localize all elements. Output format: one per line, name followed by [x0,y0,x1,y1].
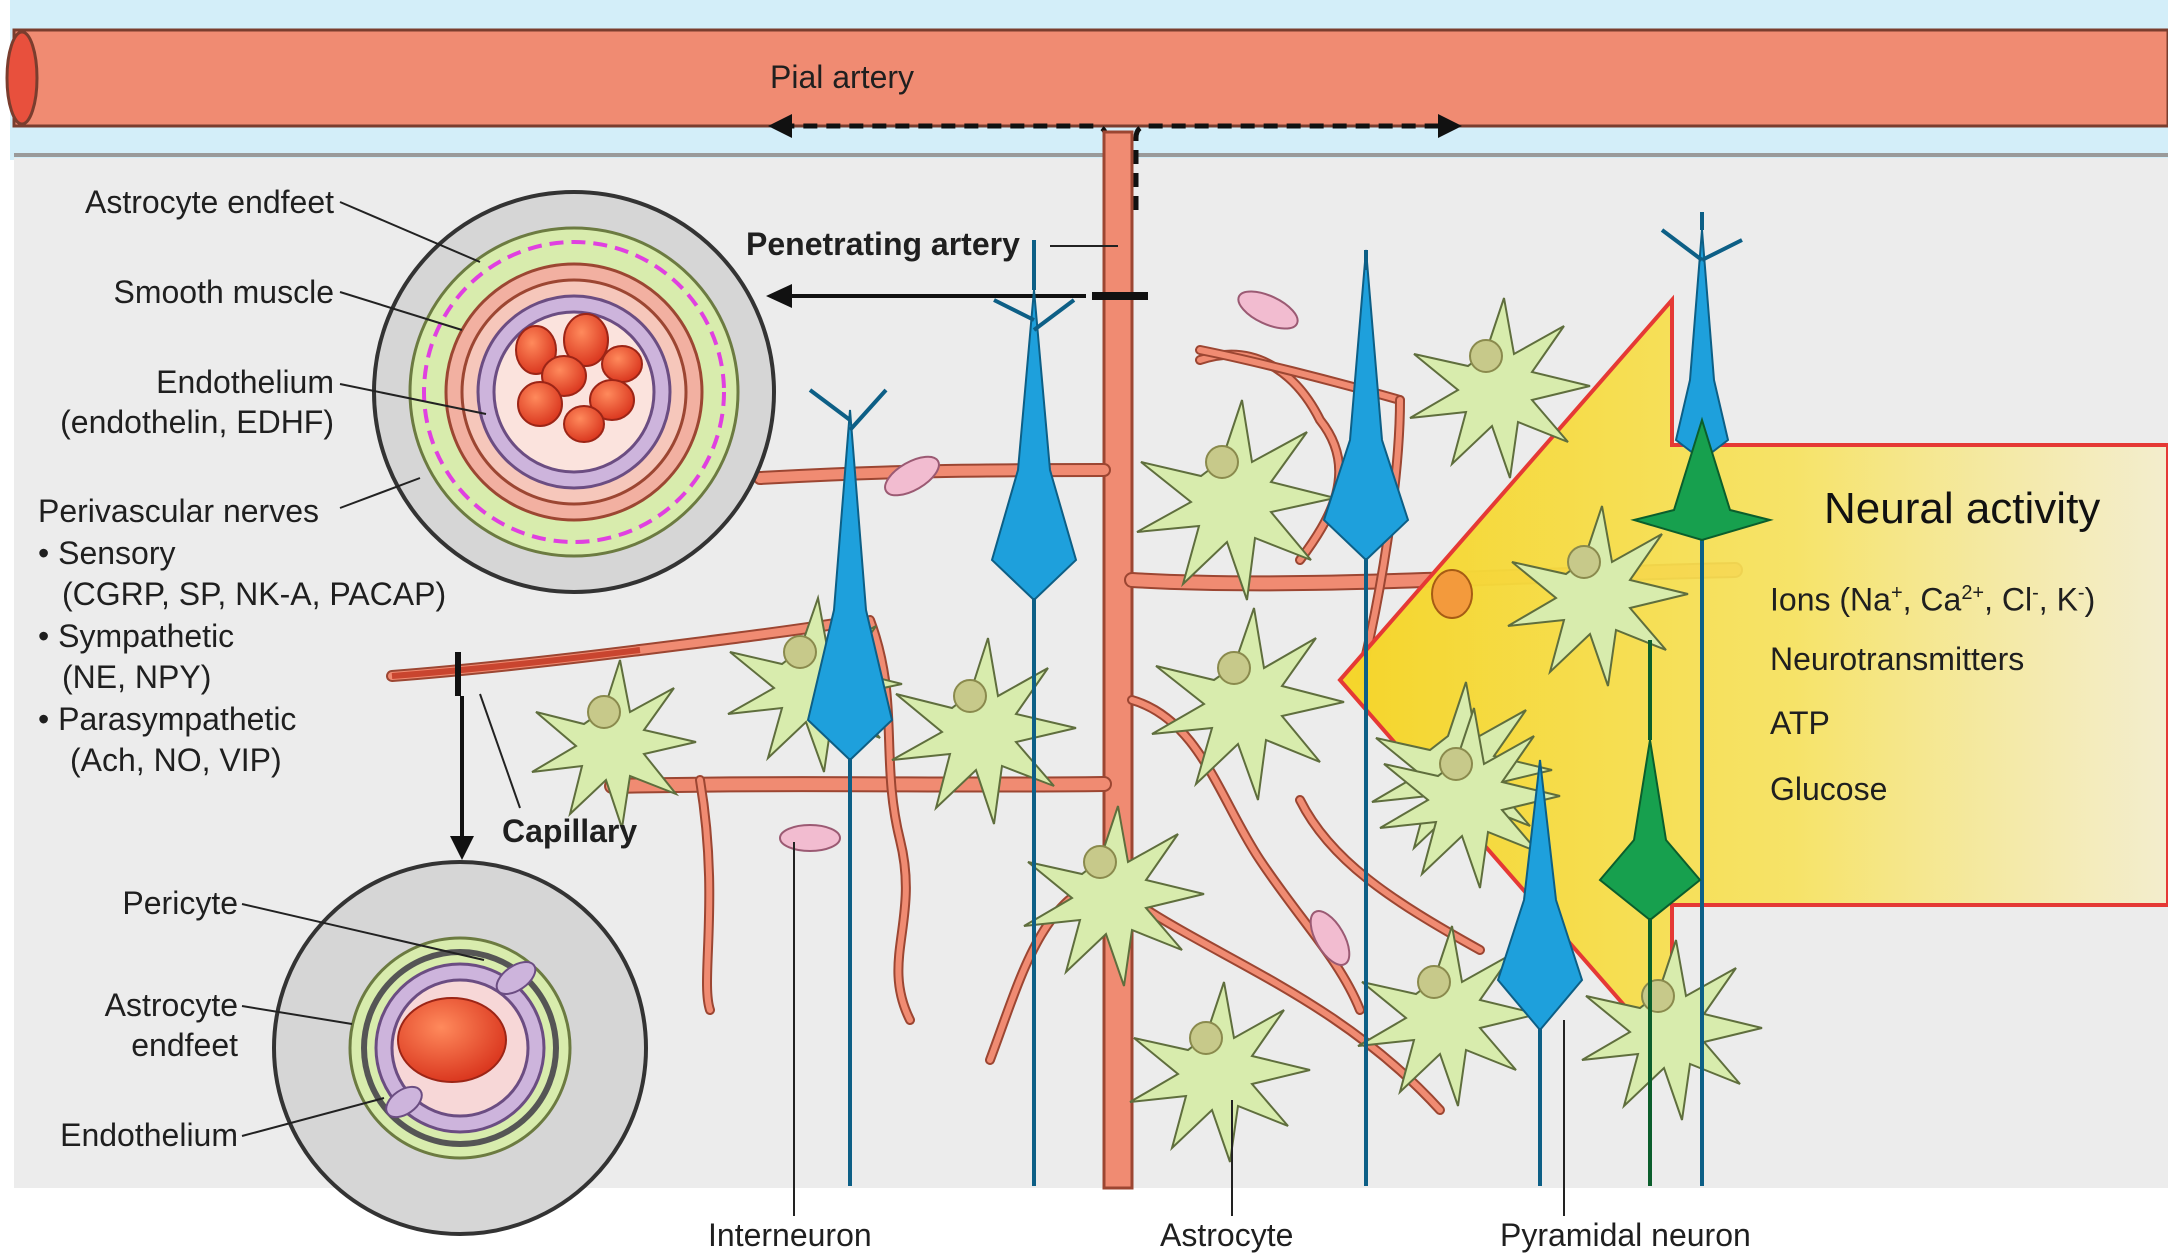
nerve-sensory-factors: (CGRP, SP, NK-A, PACAP) [62,575,446,613]
capillary-astrocyte-label-line2: endfeet [131,1026,238,1064]
nerve-parasympathetic-label: • Parasympathetic [38,700,296,738]
ions-part-1: Ions (Na [1770,582,1891,618]
neural-activity-title: Neural activity [1824,484,2100,534]
nerve-sympathetic-factors: (NE, NPY) [62,658,211,696]
glucose-label: Glucose [1770,770,1887,808]
ions-part-3: , Cl [1984,582,2032,618]
neurotransmitters-label: Neurotransmitters [1770,640,2024,678]
ions-sup-3: - [2032,582,2039,604]
penetrating-artery-label: Penetrating artery [746,225,1020,263]
left-border [0,0,10,1254]
pericyte-label: Pericyte [122,884,238,922]
ions-part-2: , Ca [1903,582,1962,618]
ions-part-4: , K [2039,582,2078,618]
pyramidal-neuron-label: Pyramidal neuron [1500,1216,1751,1254]
pial-artery-lumen [7,32,37,124]
capillary-astrocyte-label-line1: Astrocyte [105,986,238,1024]
nerve-sensory-label: • Sensory [38,534,175,572]
perivascular-nerves-label: Perivascular nerves [38,492,319,530]
ions-sup-4: - [2078,582,2085,604]
ions-part-5: ) [2085,582,2096,618]
nerve-sympathetic-label: • Sympathetic [38,617,234,655]
penetrating-artery [1104,132,1132,1188]
astrocyte-label: Astrocyte [1160,1216,1293,1254]
ions-sup-2: 2+ [1961,582,1984,604]
pial-artery-label: Pial artery [770,58,914,96]
endothelium-factors-label: (endothelin, EDHF) [60,403,334,441]
nerve-parasympathetic-factors: (Ach, NO, VIP) [70,741,282,779]
interneuron-label: Interneuron [708,1216,872,1254]
ions-label: Ions (Na+, Ca2+, Cl-, K-) [1770,574,2095,619]
capillary-red-blood-cell [398,998,506,1082]
ions-sup-1: + [1891,582,1903,604]
capillary-cross-section [274,862,646,1234]
pial-artery [7,30,2168,126]
atp-label: ATP [1770,704,1830,742]
arteriole-cross-section [374,192,774,592]
arteriole-astrocyte-endfeet-label: Astrocyte endfeet [85,183,334,221]
capillary-label: Capillary [502,812,637,850]
smooth-muscle-label: Smooth muscle [113,273,334,311]
arteriole-endothelium-label: Endothelium [156,363,334,401]
capillary-endothelium-label: Endothelium [60,1116,238,1154]
